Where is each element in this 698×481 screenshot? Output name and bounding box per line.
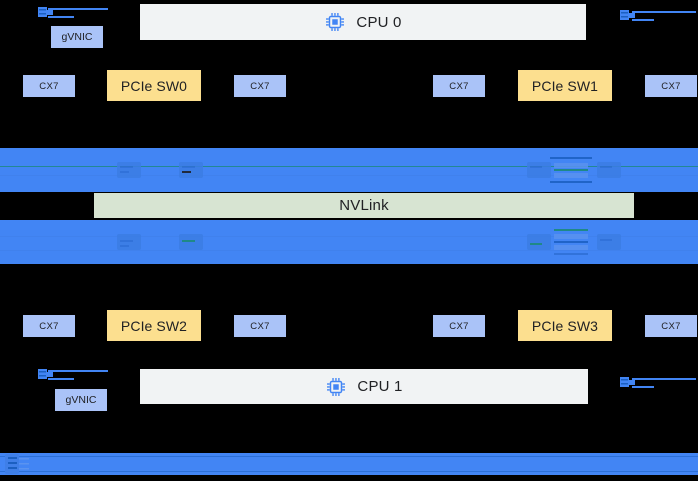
pcie-switch-label: PCIe SW1 — [531, 77, 599, 94]
cpu-box-0[interactable]: CPU 0 — [140, 4, 586, 40]
network-rail — [0, 453, 698, 475]
cpu-label: CPU 1 — [357, 378, 403, 395]
gpu-band-top — [0, 148, 698, 192]
gvnic-label: gVNIC — [65, 394, 97, 406]
pcie-switch-label: PCIe SW0 — [120, 77, 188, 94]
cx7-label: CX7 — [39, 320, 59, 332]
band-hairline — [0, 175, 698, 176]
band-hairline — [0, 236, 698, 237]
cpu-box-1[interactable]: CPU 1 — [140, 369, 588, 404]
cx7-nic-2[interactable]: CX7 — [433, 75, 485, 97]
cx7-label: CX7 — [661, 80, 681, 92]
network-port-icon-top-right — [620, 8, 696, 26]
gpu-icon — [176, 155, 206, 185]
cpu-label: CPU 0 — [356, 13, 402, 31]
cx7-nic-7[interactable]: CX7 — [645, 315, 697, 337]
cx7-nic-1[interactable]: CX7 — [234, 75, 286, 97]
pcie-switch-label: PCIe SW2 — [120, 317, 188, 334]
network-port-icon-bottom-left — [38, 366, 110, 384]
cx7-label: CX7 — [449, 320, 469, 332]
network-port-icon-bottom-right — [620, 375, 696, 393]
cx7-nic-6[interactable]: CX7 — [433, 315, 485, 337]
cx7-nic-4[interactable]: CX7 — [23, 315, 75, 337]
network-switch-icon — [4, 452, 30, 476]
pcie-switch-2[interactable]: PCIe SW2 — [107, 310, 201, 341]
cx7-nic-5[interactable]: CX7 — [234, 315, 286, 337]
band-hairline — [0, 250, 698, 251]
nvlink-label: NVLink — [339, 197, 389, 214]
chip-icon — [324, 11, 346, 33]
gvnic-chip-0[interactable]: gVNIC — [51, 26, 103, 48]
network-port-icon — [38, 4, 110, 22]
cx7-label: CX7 — [250, 320, 270, 332]
gpu-icon — [524, 155, 554, 185]
gpu-band-bottom — [0, 220, 698, 264]
band-hairline — [0, 166, 698, 167]
cx7-label: CX7 — [39, 80, 59, 92]
gpu-icon — [594, 227, 624, 257]
rail-hairline — [0, 456, 698, 457]
gpu-icon — [524, 227, 554, 257]
cx7-label: CX7 — [661, 320, 681, 332]
pcie-switch-0[interactable]: PCIe SW0 — [107, 70, 201, 101]
gpu-icon — [548, 227, 594, 257]
gpu-icon — [594, 155, 624, 185]
gpu-icon — [114, 155, 144, 185]
cx7-label: CX7 — [250, 80, 270, 92]
cx7-label: CX7 — [449, 80, 469, 92]
cx7-nic-0[interactable]: CX7 — [23, 75, 75, 97]
gvnic-chip-1[interactable]: gVNIC — [55, 389, 107, 411]
gpu-icon — [548, 155, 594, 185]
gpu-icon — [114, 227, 144, 257]
gpu-icon — [176, 227, 206, 257]
cx7-nic-3[interactable]: CX7 — [645, 75, 697, 97]
pcie-switch-label: PCIe SW3 — [531, 317, 599, 334]
rail-hairline — [0, 471, 698, 472]
chip-icon — [325, 376, 347, 398]
nvlink-bar[interactable]: NVLink — [94, 193, 634, 218]
gvnic-label: gVNIC — [61, 31, 93, 43]
pcie-switch-1[interactable]: PCIe SW1 — [518, 70, 612, 101]
pcie-switch-3[interactable]: PCIe SW3 — [518, 310, 612, 341]
